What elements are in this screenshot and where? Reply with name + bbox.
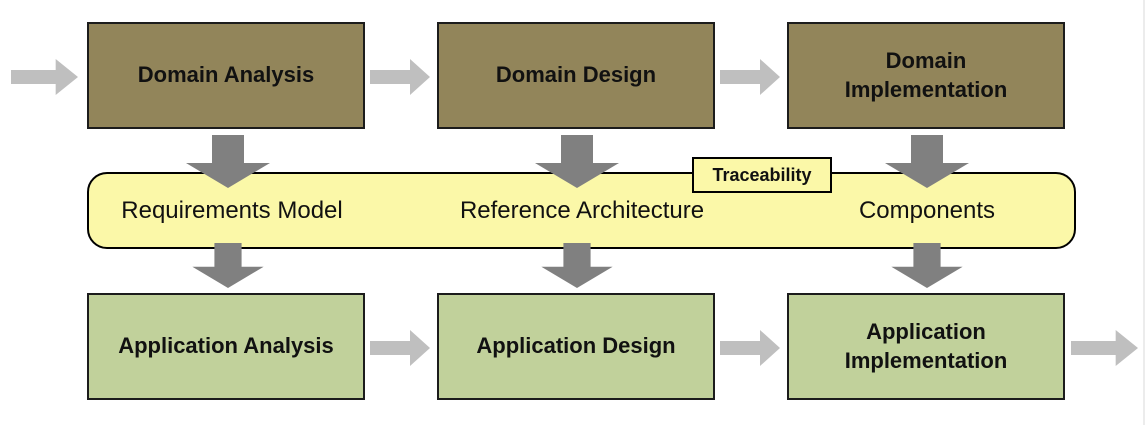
box-application-analysis: Application Analysis bbox=[87, 293, 365, 400]
flow-arrow-right-icon bbox=[370, 59, 430, 95]
box-label: Application Implementation bbox=[844, 318, 1008, 373]
box-label: Domain Design bbox=[495, 62, 657, 88]
flow-arrow-down-icon bbox=[891, 243, 963, 288]
box-label: Application Design bbox=[476, 333, 676, 359]
traceability-tag-label: Traceability bbox=[712, 164, 812, 185]
box-domain-design: Domain Design bbox=[437, 22, 715, 129]
flow-arrow-right-icon bbox=[720, 330, 780, 366]
flow-arrow-down-icon bbox=[535, 135, 619, 188]
flow-arrow-down-icon bbox=[885, 135, 969, 188]
box-application-implementation: Application Implementation bbox=[787, 293, 1065, 400]
flow-exit-arrow-right-icon bbox=[1071, 330, 1138, 366]
traceability-tag: Traceability bbox=[692, 157, 832, 193]
flow-entry-arrow-right-icon bbox=[11, 59, 78, 95]
flow-arrow-right-icon bbox=[370, 330, 430, 366]
box-application-design: Application Design bbox=[437, 293, 715, 400]
band-label-reference-architecture: Reference Architecture bbox=[459, 197, 705, 224]
box-label: Domain Implementation bbox=[844, 47, 1008, 102]
box-label: Domain Analysis bbox=[137, 62, 315, 88]
band-label-components: Components bbox=[858, 197, 996, 224]
flow-arrow-down-icon bbox=[186, 135, 270, 188]
box-domain-analysis: Domain Analysis bbox=[87, 22, 365, 129]
flow-arrow-down-icon bbox=[541, 243, 613, 288]
box-domain-implementation: Domain Implementation bbox=[787, 22, 1065, 129]
flow-arrow-right-icon bbox=[720, 59, 780, 95]
band-label-requirements-model: Requirements Model bbox=[121, 197, 343, 224]
flow-arrow-down-icon bbox=[192, 243, 264, 288]
page-edge-line bbox=[1143, 0, 1145, 425]
box-label: Application Analysis bbox=[118, 333, 334, 359]
